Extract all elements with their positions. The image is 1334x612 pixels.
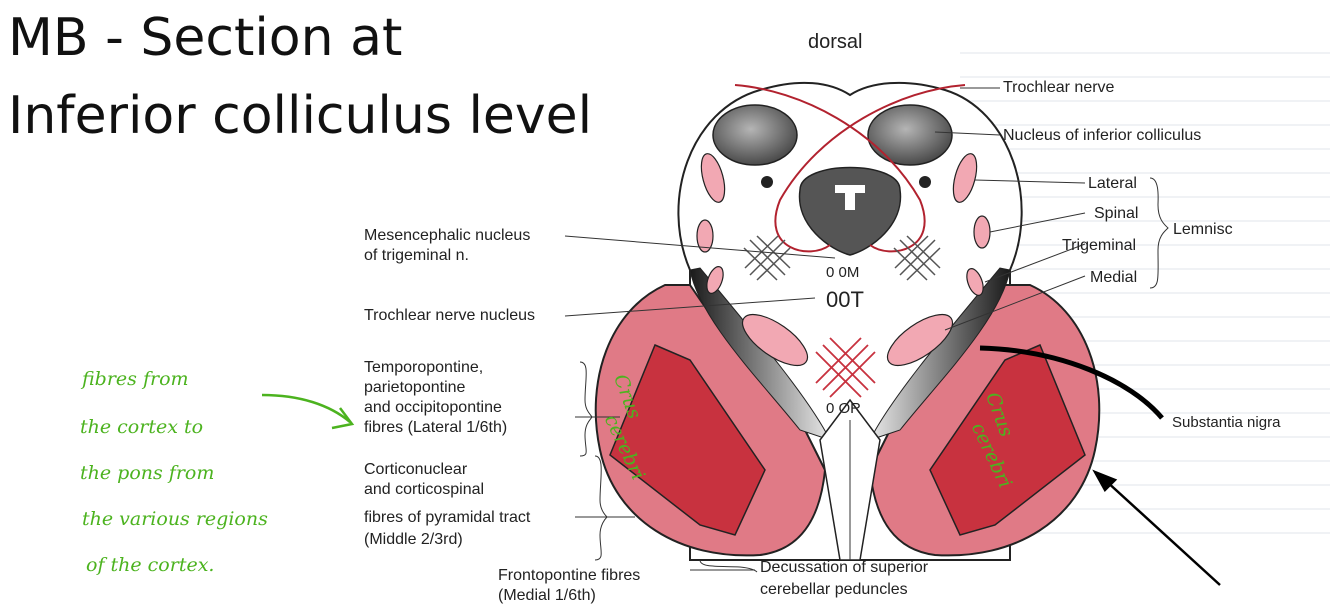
small-nucleus-left — [761, 176, 773, 188]
label-trochlear-nerve: Trochlear nerve — [1003, 79, 1115, 96]
slide-title-line-1: MB - Section at — [8, 8, 403, 68]
label-medial-lemniscus: Medial — [1090, 269, 1138, 286]
handwritten-note-line-1: fibres from — [82, 368, 189, 390]
trigeminal-lemniscus-right — [966, 268, 984, 296]
label-substantia-nigra: Substantia nigra — [1172, 414, 1281, 431]
label-fronto-2: (Medial 1/6th) — [498, 587, 596, 604]
label-code-t: 00T — [826, 287, 864, 312]
label-decussation-2: cerebellar peduncles — [760, 581, 908, 598]
crus-middle-right — [929, 344, 1086, 536]
label-spinal-lemniscus: Spinal — [1094, 205, 1139, 222]
label-mesencephalic-1: Mesencephalic nucleus — [364, 227, 531, 244]
label-cortico-3: fibres of pyramidal tract — [364, 509, 531, 526]
spinal-lemniscus-left — [696, 219, 714, 253]
leader-lines — [564, 87, 1169, 573]
label-cortico-4: (Middle 2/3rd) — [364, 531, 463, 548]
crosshatch-left — [743, 235, 791, 281]
label-nucleus-inferior-colliculus: Nucleus of inferior colliculus — [1003, 127, 1202, 144]
spinal-lemniscus-right — [973, 215, 991, 249]
label-cortico-1: Corticonuclear — [364, 461, 468, 478]
slide-title-line-2: Inferior colliculus level — [8, 86, 593, 146]
label-lemnisci: Lemnisc — [1173, 221, 1233, 238]
decussation-superior-cerebellar-peduncles — [815, 337, 876, 398]
trigeminal-lemniscus-left — [706, 266, 724, 294]
label-code-m: 0 0M — [826, 264, 860, 281]
handwritten-note-line-5: of the cortex. — [86, 554, 215, 576]
label-code-or: 0 OR — [826, 400, 862, 417]
label-temporo-3: and occipitopontine — [364, 399, 502, 416]
small-nucleus-right — [919, 176, 931, 188]
medial-lemniscus-left — [741, 313, 809, 367]
periaqueductal-grey — [798, 166, 902, 256]
cerebral-aqueduct — [835, 185, 865, 210]
lateral-lemniscus-right — [952, 153, 978, 203]
label-trochlear-nucleus: Trochlear nerve nucleus — [364, 307, 536, 324]
label-temporo-1: Temporopontine, — [364, 359, 484, 376]
inferior-colliculus-right — [867, 104, 953, 166]
substantia-nigra-pointer — [979, 345, 1164, 420]
lateral-lemniscus-left — [700, 153, 726, 203]
medial-lemniscus-right — [886, 313, 954, 367]
arrow-to-crus — [1092, 469, 1221, 586]
label-temporo-4: fibres (Lateral 1/6th) — [364, 419, 508, 436]
handwritten-arrow — [261, 393, 355, 430]
label-lateral-lemniscus: Lateral — [1088, 175, 1137, 192]
crus-middle-left — [609, 344, 766, 536]
label-mesencephalic-2: of trigeminal n. — [364, 247, 469, 264]
label-decussation-1: Decussation of superior — [760, 559, 929, 576]
handwritten-note-line-2: the cortex to — [80, 416, 204, 438]
inferior-colliculus-left — [712, 104, 798, 166]
label-cortico-2: and corticospinal — [364, 481, 485, 498]
label-trigeminal-lemniscus: Trigeminal — [1062, 237, 1137, 254]
label-dorsal: dorsal — [808, 31, 863, 53]
label-temporo-2: parietopontine — [364, 379, 466, 396]
label-fronto-1: Frontopontine fibres — [498, 567, 641, 584]
crosshatch-right — [893, 235, 941, 281]
handwritten-note-line-4: the various regions — [82, 508, 268, 530]
trochlear-nerve-fibres — [734, 84, 966, 253]
handwritten-note-line-3: the pons from — [80, 462, 215, 484]
